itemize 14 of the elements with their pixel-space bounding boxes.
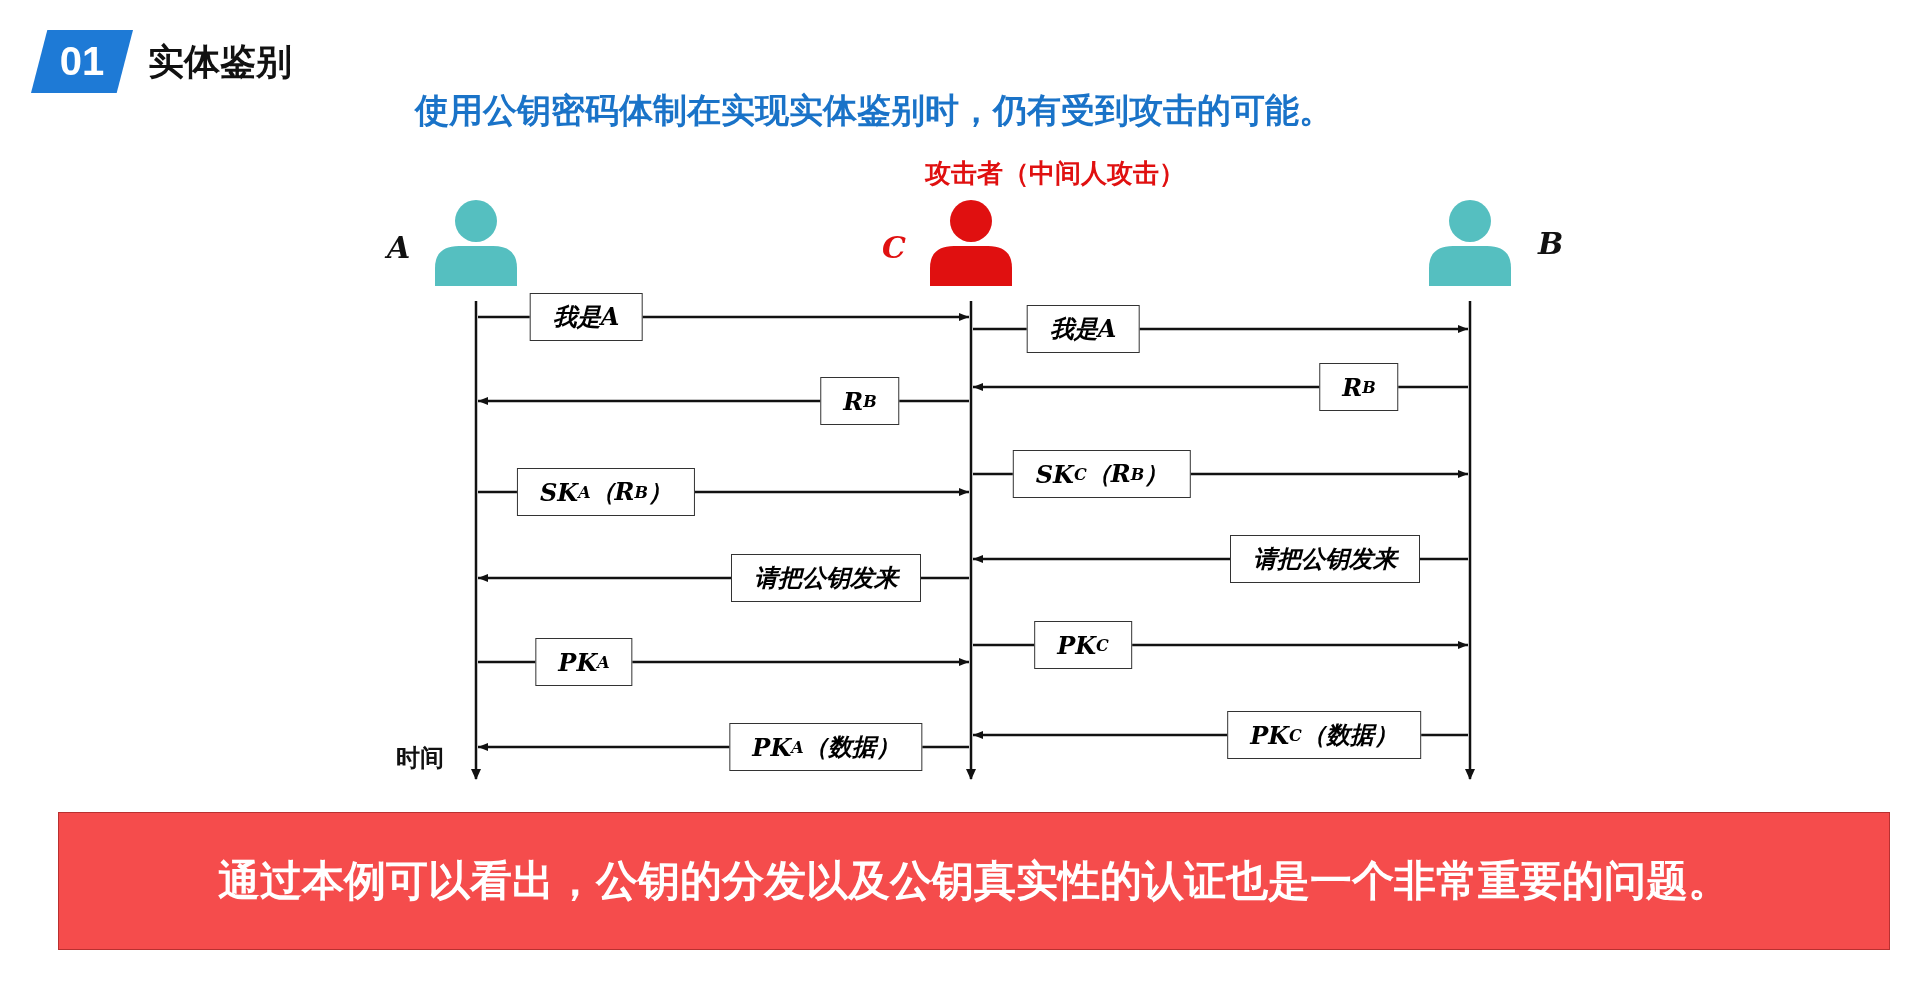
subtitle: 使用公钥密码体制在实现实体鉴别时，仍有受到攻击的可能。 bbox=[415, 89, 1333, 132]
axis-label: 时间 bbox=[396, 743, 444, 774]
message-label: 请把公钥发来 bbox=[1230, 535, 1420, 583]
participant-lifeline bbox=[930, 200, 1012, 780]
attacker-label: 攻击者（中间人攻击） bbox=[925, 157, 1185, 190]
person-label: B bbox=[1538, 226, 1564, 261]
message-label: 我是A bbox=[1026, 305, 1140, 353]
message-label: 请把公钥发来 bbox=[731, 554, 921, 602]
message-label: 我是A bbox=[529, 293, 643, 341]
person-label: C bbox=[882, 230, 906, 265]
number-badge: 01 bbox=[31, 30, 133, 93]
conclusion-banner: 通过本例可以看出，公钥的分发以及公钥真实性的认证也是一个非常重要的问题。 bbox=[58, 812, 1890, 950]
participant-lifeline bbox=[1429, 200, 1511, 780]
slide-title: 实体鉴别 bbox=[148, 40, 292, 84]
